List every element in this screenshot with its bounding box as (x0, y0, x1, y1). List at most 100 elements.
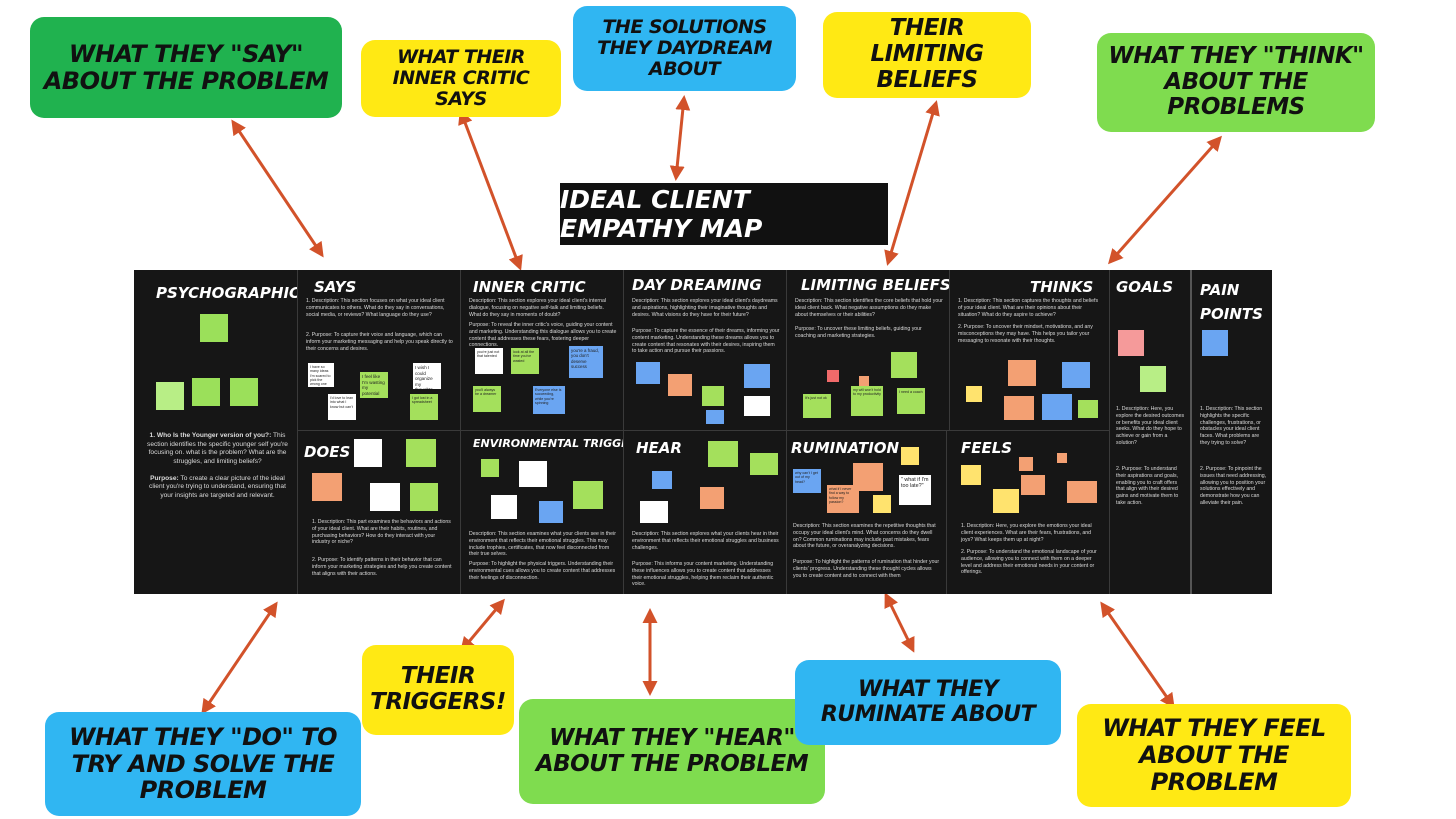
sticky-note (652, 471, 672, 489)
callout-hear: What they "hear" about the problem (519, 699, 825, 804)
sticky-note (750, 453, 778, 475)
sticky-note (192, 378, 220, 406)
sticky-note (891, 352, 917, 378)
panel-purpose: Purpose: To highlight the patterns of ru… (793, 559, 940, 579)
callout-do: What they "do" to try and solve the prob… (45, 712, 361, 816)
sticky-note: " what if I'm too late?" (899, 475, 931, 505)
empathy-map-board: Psychographics 1. Who Is the Younger ver… (134, 270, 1272, 594)
panel-purpose: Purpose: To reveal the inner critic's vo… (469, 322, 617, 349)
panel-description: Description: This section explores your … (469, 298, 606, 318)
panel-title: Thinks (1030, 278, 1094, 296)
callout-limiting: Their limiting beliefs (823, 12, 1031, 98)
panel-inner-critic: Inner Critic Description: This section e… (460, 270, 623, 430)
sticky-note (1140, 366, 1166, 392)
panel-title: Day Dreaming (632, 276, 762, 294)
panel-description: 1. Description: Here, you explore the em… (961, 523, 1092, 543)
panel-feels: Feels 1. Description: Here, you explore … (946, 430, 1109, 594)
sticky-note (539, 501, 563, 523)
sticky-note (370, 483, 400, 511)
arrow-daydream (669, 95, 691, 181)
sticky-note: my will won't hold to my productivity (851, 386, 883, 416)
panel-title: Environmental Triggers (473, 437, 623, 450)
panel-description: Description: This section explores your … (632, 298, 778, 318)
panel-pain-points: Pain Points 1. Description: This section… (1190, 270, 1272, 594)
sticky-note (706, 410, 724, 424)
sticky-note: what if I never find a way to follow my … (827, 485, 859, 513)
callout-inner-critic: What their inner critic says (361, 40, 561, 117)
sticky-note (1042, 394, 1072, 420)
sticky-note (700, 487, 724, 509)
panel-purpose: 2. Purpose: To understand their aspirati… (1116, 466, 1179, 506)
panel-title: Hear (636, 439, 682, 457)
panel-purpose: Purpose: To uncover these limiting belie… (795, 326, 922, 339)
panel-description: Description: This section identifies the… (795, 298, 943, 318)
arrow-think (1108, 135, 1222, 265)
panel-body: 1. Who Is the Younger version of you?: T… (144, 432, 291, 501)
sticky-note (859, 376, 869, 386)
sticky-note (481, 459, 499, 477)
sticky-note (668, 374, 692, 396)
sticky-note: I'd love to lean into what I know but ca… (328, 394, 356, 420)
panel-title: Goals (1116, 278, 1174, 296)
arrow-triggers (460, 598, 505, 653)
sticky-note (410, 483, 438, 511)
sticky-note (200, 314, 228, 342)
panel-description: Description: This section examines what … (469, 531, 616, 558)
panel-purpose: 2. Purpose: To understand the emotional … (961, 549, 1097, 576)
sticky-note (1118, 330, 1144, 356)
sticky-note (1057, 453, 1067, 463)
panel-description: Description: This section explores what … (632, 531, 779, 551)
sticky-note (1202, 330, 1228, 356)
panel-description: 1. Description: This section focuses on … (306, 298, 445, 318)
sticky-note (636, 362, 660, 384)
sticky-note (573, 481, 603, 509)
sticky-note: I wish I could organize my thoughts (413, 363, 441, 389)
panel-title: Feels (961, 439, 1013, 457)
sticky-note (1021, 475, 1045, 495)
sticky-note (1067, 481, 1097, 503)
panel-goals: Goals 1. Description: Here, you explore … (1109, 270, 1190, 594)
sticky-note: you're just not that talented (475, 348, 503, 374)
panel-hear: Hear Description: This section explores … (623, 430, 786, 594)
sticky-note (230, 378, 258, 406)
panel-title: Says (314, 278, 357, 296)
panel-environmental-triggers: Environmental Triggers Description: This… (460, 430, 623, 594)
panel-purpose: Purpose: This informs your content marke… (632, 561, 774, 588)
sticky-note (827, 370, 839, 382)
sticky-note: I need a coach (897, 388, 925, 414)
panel-description: 1. Description: This section captures th… (958, 298, 1099, 318)
panel-description: 1. Description: This section highlights … (1200, 406, 1263, 446)
panel-says: Says 1. Description: This section focuse… (297, 270, 460, 430)
sticky-note (156, 382, 184, 410)
panel-title: Limiting Beliefs (801, 276, 949, 294)
panel-limiting-beliefs: Limiting Beliefs Description: This secti… (786, 270, 949, 430)
sticky-note (1062, 362, 1090, 388)
panel-title: Rumination (791, 439, 900, 457)
panel-psychographics: Psychographics 1. Who Is the Younger ver… (134, 270, 297, 594)
arrow-feel (1100, 601, 1175, 709)
sticky-note (1004, 396, 1034, 420)
callout-daydream: The solutions they daydream about (573, 6, 796, 91)
panel-purpose: Purpose: To capture the essence of their… (632, 328, 780, 355)
sticky-note (640, 501, 668, 523)
sticky-note (354, 439, 382, 467)
purpose-text: To create a clear picture of the ideal c… (149, 474, 286, 499)
panel-purpose: 2. Purpose: To capture their voice and l… (306, 332, 453, 352)
panel-description: 1. Description: This part examines the b… (312, 519, 451, 546)
panel-day-dreaming: Day Dreaming Description: This section e… (623, 270, 786, 430)
sticky-note (702, 386, 724, 406)
panel-description: Description: This section examines the r… (793, 523, 936, 550)
panel-thinks: Thinks 1. Description: This section capt… (949, 270, 1109, 430)
sticky-note (901, 447, 919, 465)
sticky-note: you're a fraud, you don't deserve succes… (569, 346, 603, 378)
callout-triggers: Their triggers! (362, 645, 514, 735)
sticky-note (519, 461, 547, 487)
panel-title: Does (304, 443, 351, 461)
sticky-note (1008, 360, 1036, 386)
sticky-note: I got lost in a spreadsheet (410, 394, 438, 420)
sticky-note (744, 396, 770, 416)
arrow-ruminate (884, 592, 915, 653)
sticky-note (1019, 457, 1033, 471)
sticky-note (491, 495, 517, 519)
